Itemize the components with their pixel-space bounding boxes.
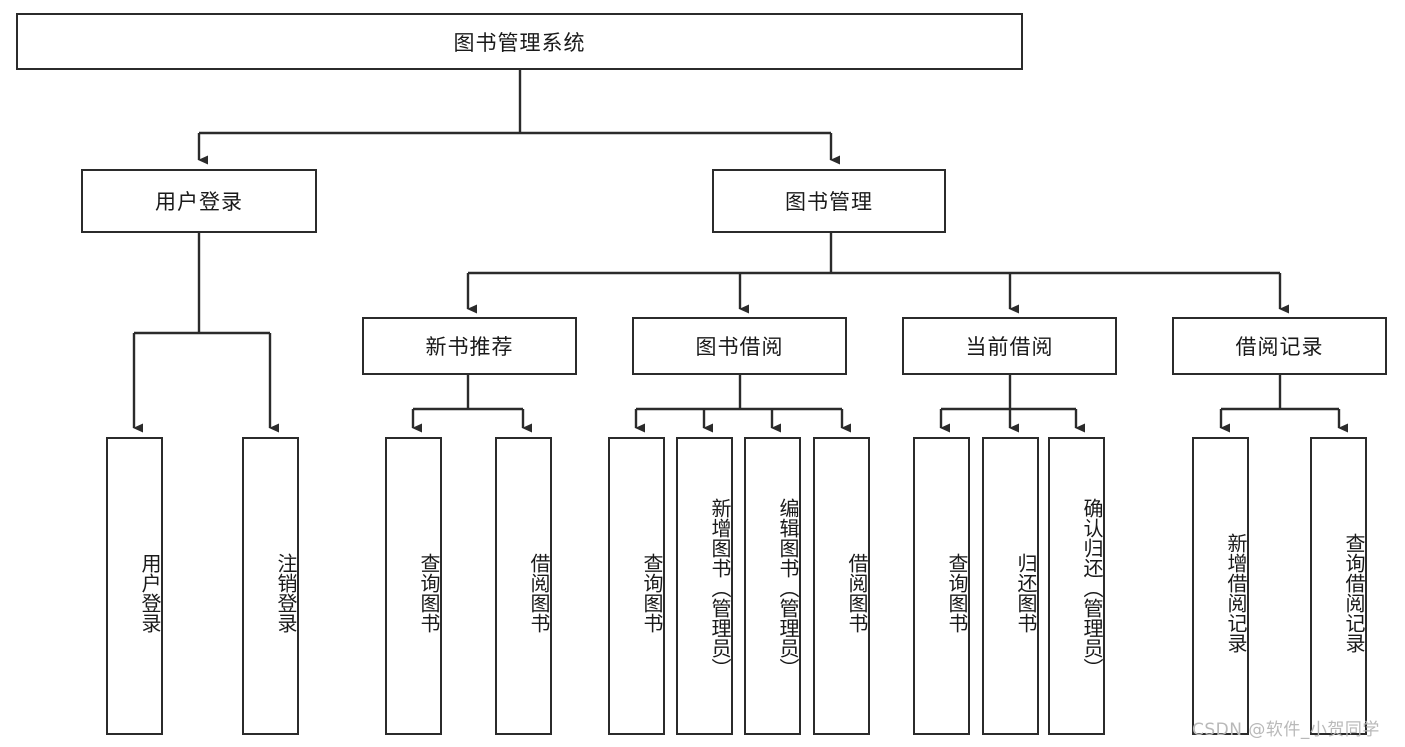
node-new-book-recommend[interactable]: 新书推荐 <box>362 317 577 375</box>
node-label: 新增图书（管理员） <box>708 498 732 678</box>
leaf-borrow-add-book-admin[interactable]: 新增图书（管理员） <box>676 437 733 735</box>
leaf-current-query-book[interactable]: 查询图书 <box>913 437 970 735</box>
node-label: 图书管理 <box>785 190 873 214</box>
node-label: 图书管理系统 <box>453 30 586 55</box>
leaf-borrow-query-book[interactable]: 查询图书 <box>608 437 665 735</box>
node-label: 查询借阅记录 <box>1342 533 1366 653</box>
node-book-management[interactable]: 图书管理 <box>712 169 946 233</box>
leaf-user-login-login[interactable]: 用户登录 <box>106 437 163 735</box>
node-borrow-record[interactable]: 借阅记录 <box>1172 317 1387 375</box>
leaf-current-confirm-return-admin[interactable]: 确认归还（管理员） <box>1048 437 1105 735</box>
node-root-book-management-system[interactable]: 图书管理系统 <box>16 13 1023 70</box>
node-label: 确认归还（管理员） <box>1080 498 1104 678</box>
leaf-borrow-borrow-book[interactable]: 借阅图书 <box>813 437 870 735</box>
leaf-record-query-record[interactable]: 查询借阅记录 <box>1310 437 1367 735</box>
node-label: 归还图书 <box>1014 553 1038 633</box>
node-label: 新增借阅记录 <box>1224 533 1248 653</box>
node-label: 用户登录 <box>138 553 162 633</box>
node-label: 借阅图书 <box>845 553 869 633</box>
node-label: 新书推荐 <box>425 335 514 359</box>
leaf-user-login-logout[interactable]: 注销登录 <box>242 437 299 735</box>
node-label: 借阅记录 <box>1235 335 1324 359</box>
node-label: 借阅图书 <box>527 553 551 633</box>
leaf-current-return-book[interactable]: 归还图书 <box>982 437 1039 735</box>
node-user-login[interactable]: 用户登录 <box>81 169 317 233</box>
node-label: 查询图书 <box>945 553 969 633</box>
node-label: 注销登录 <box>274 553 298 633</box>
node-label: 查询图书 <box>417 553 441 633</box>
watermark-text: CSDN @软件_小贺同学 <box>1192 720 1380 740</box>
leaf-record-add-record[interactable]: 新增借阅记录 <box>1192 437 1249 735</box>
node-label: 当前借阅 <box>965 335 1054 359</box>
node-label: 用户登录 <box>155 190 243 214</box>
csdn-watermark: CSDN @软件_小贺同学 <box>1192 715 1380 740</box>
node-label: 查询图书 <box>640 553 664 633</box>
leaf-borrow-edit-book-admin[interactable]: 编辑图书（管理员） <box>744 437 801 735</box>
leaf-recommend-borrow-book[interactable]: 借阅图书 <box>495 437 552 735</box>
node-label: 图书借阅 <box>695 335 784 359</box>
node-label: 编辑图书（管理员） <box>776 498 800 678</box>
node-current-borrow[interactable]: 当前借阅 <box>902 317 1117 375</box>
leaf-recommend-query-book[interactable]: 查询图书 <box>385 437 442 735</box>
node-book-borrow[interactable]: 图书借阅 <box>632 317 847 375</box>
